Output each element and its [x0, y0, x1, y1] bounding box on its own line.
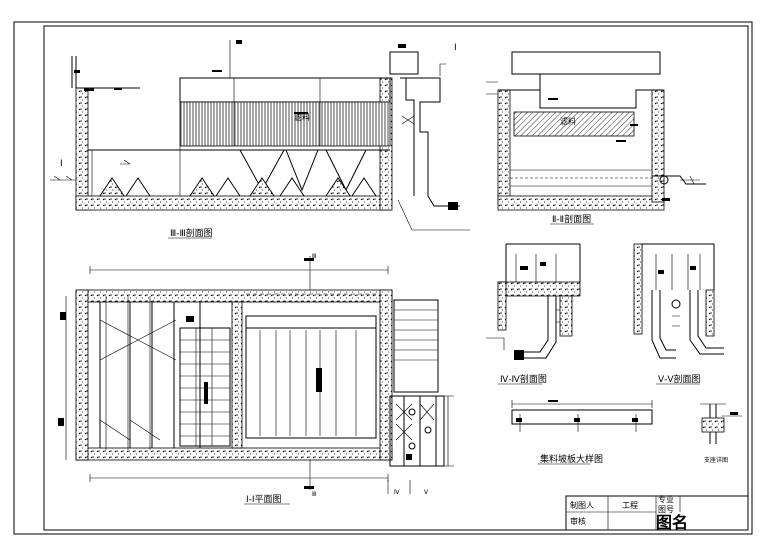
marker-iii-bottom: Ⅲ — [312, 491, 316, 498]
title-drawing-name: 图名 — [656, 513, 688, 532]
title-row1: 专业 — [658, 494, 674, 504]
slope-plate-detail — [511, 400, 653, 432]
section-marker-i-top: I — [454, 43, 457, 53]
section-iii-elevation — [50, 40, 470, 231]
section-iii-title: Ⅲ-Ⅲ剖面图 — [170, 227, 213, 239]
plan-i-i — [58, 256, 454, 494]
sheet-inner-border — [43, 25, 749, 531]
small-detail-title: 支座详图 — [704, 456, 728, 464]
section-v-title: Ⅴ-Ⅴ剖面图 — [658, 373, 701, 385]
section-ii-ii — [486, 51, 706, 211]
support-detail — [700, 403, 742, 444]
section-ii-title: Ⅱ-Ⅱ剖面图 — [552, 213, 591, 225]
marker-iii-top: Ⅲ — [312, 253, 316, 260]
title-project: 工程 — [622, 501, 638, 510]
filter-label-iii: 滤料 — [294, 112, 310, 122]
marker-v-plan: Ⅴ — [424, 489, 429, 496]
title-block — [565, 495, 749, 531]
section-v-v — [633, 243, 724, 359]
plan-title: I-I平面图 — [246, 494, 282, 505]
title-reviewer: 审核 — [570, 516, 586, 526]
section-marker-i-left: I — [60, 159, 63, 169]
detail-title: 集料坡板大样图 — [540, 453, 603, 465]
title-row2: 图号 — [658, 505, 674, 514]
sheet-outer-border — [13, 21, 753, 535]
filter-label-ii: 滤料 — [560, 116, 576, 126]
marker-iv-plan: Ⅳ — [394, 489, 400, 496]
section-iv-title: Ⅳ-Ⅳ剖面图 — [500, 373, 547, 385]
section-iv-iv — [486, 243, 581, 360]
title-designer: 制图人 — [570, 500, 594, 510]
